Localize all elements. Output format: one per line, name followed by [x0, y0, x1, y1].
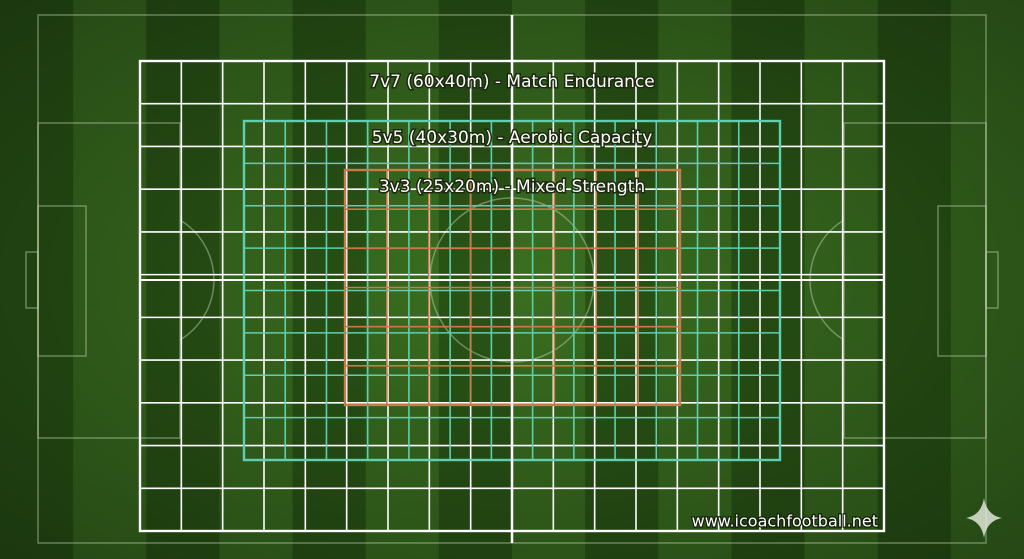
right-goal — [985, 251, 999, 309]
watermark: www.icoachfootball.net — [692, 512, 878, 531]
zone-label-3v3: 3v3 (25x20m) - Mixed Strength — [379, 177, 645, 197]
right-six-yard-box — [937, 205, 987, 357]
zone-label-7v7: 7v7 (60x40m) - Match Endurance — [369, 72, 655, 92]
zone-label-5v5: 5v5 (40x30m) - Aerobic Capacity — [372, 128, 653, 148]
left-goal — [25, 251, 39, 309]
sparkle-icon — [966, 498, 1002, 538]
left-six-yard-box — [37, 205, 87, 357]
